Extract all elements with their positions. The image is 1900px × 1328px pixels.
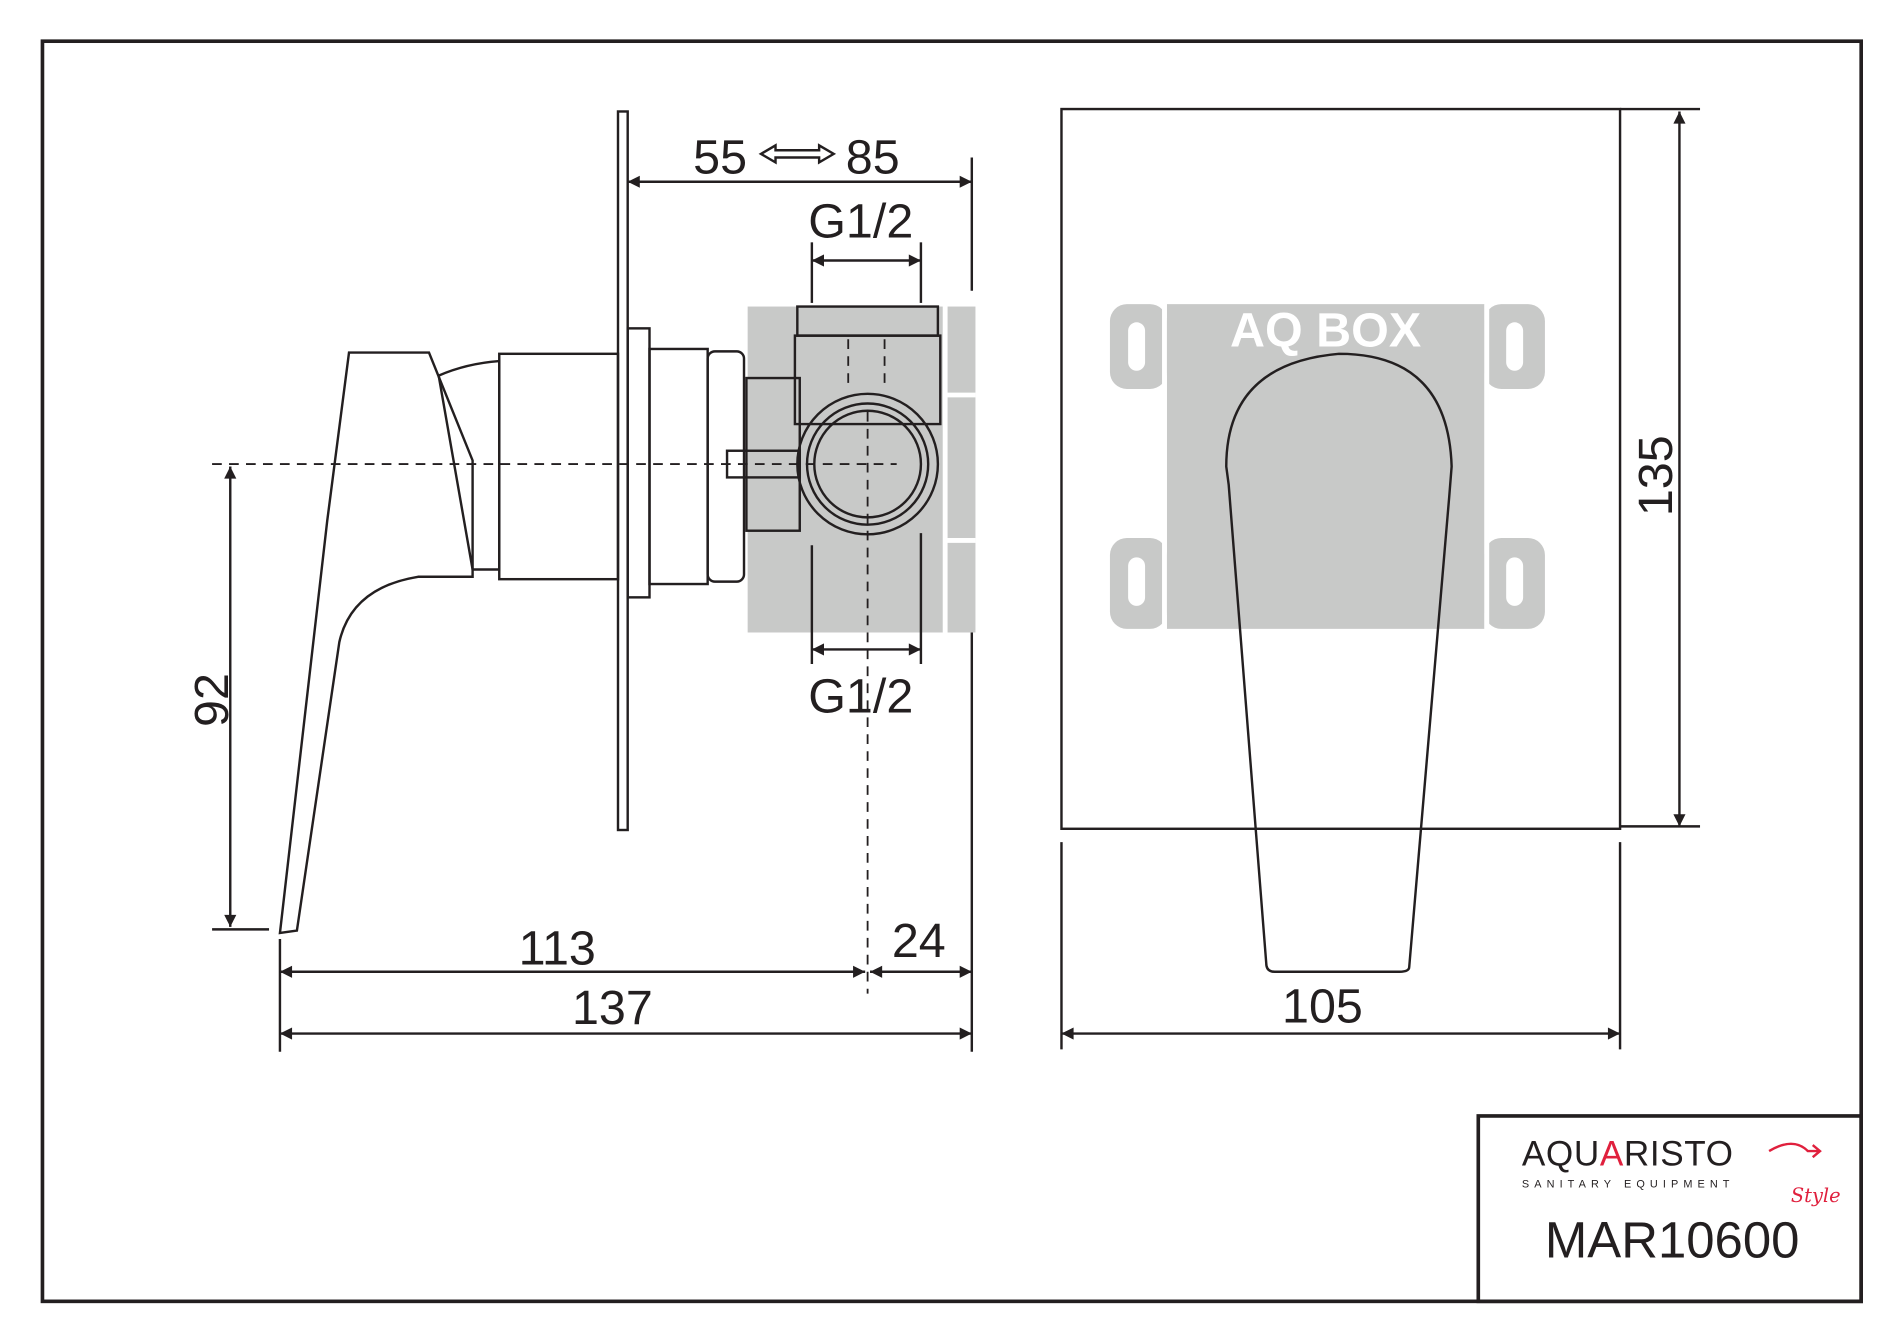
dim-g12-bottom: G1/2 <box>808 669 913 723</box>
dim-92: 92 <box>185 673 239 727</box>
dimensions-side: 55 85 G1/2 G1/2 92 113 24 137 <box>185 130 974 1052</box>
svg-text:SANITARY EQUIPMENT: SANITARY EQUIPMENT <box>1522 1178 1735 1190</box>
model-number: MAR10600 <box>1545 1212 1800 1269</box>
title-block: AQUARISTO SANITARY EQUIPMENT Style MAR10… <box>1476 1114 1864 1304</box>
brand-logo: AQUARISTO SANITARY EQUIPMENT Style <box>1522 1135 1841 1207</box>
dim-24: 24 <box>892 914 946 968</box>
dim-55: 55 <box>693 130 747 184</box>
dim-85: 85 <box>846 130 900 184</box>
cover-plate <box>1060 107 1622 830</box>
dim-113: 113 <box>519 921 596 975</box>
lever-handle <box>278 351 474 935</box>
side-view <box>212 110 976 994</box>
dim-105: 105 <box>1282 980 1363 1034</box>
range-arrow-icon <box>758 143 837 165</box>
aq-box-label: AQ BOX <box>1230 304 1421 358</box>
drawing-frame <box>40 39 1863 1304</box>
dim-g12-top: G1/2 <box>808 194 913 248</box>
lever-handle-front <box>1225 352 1453 973</box>
dim-135: 135 <box>1629 435 1683 516</box>
svg-text:AQUARISTO: AQUARISTO <box>1522 1135 1734 1174</box>
wall-plate <box>616 110 629 832</box>
dim-137: 137 <box>572 981 653 1035</box>
svg-text:Style: Style <box>1791 1184 1841 1207</box>
front-view: AQ BOX 135 105 <box>1060 107 1701 1050</box>
